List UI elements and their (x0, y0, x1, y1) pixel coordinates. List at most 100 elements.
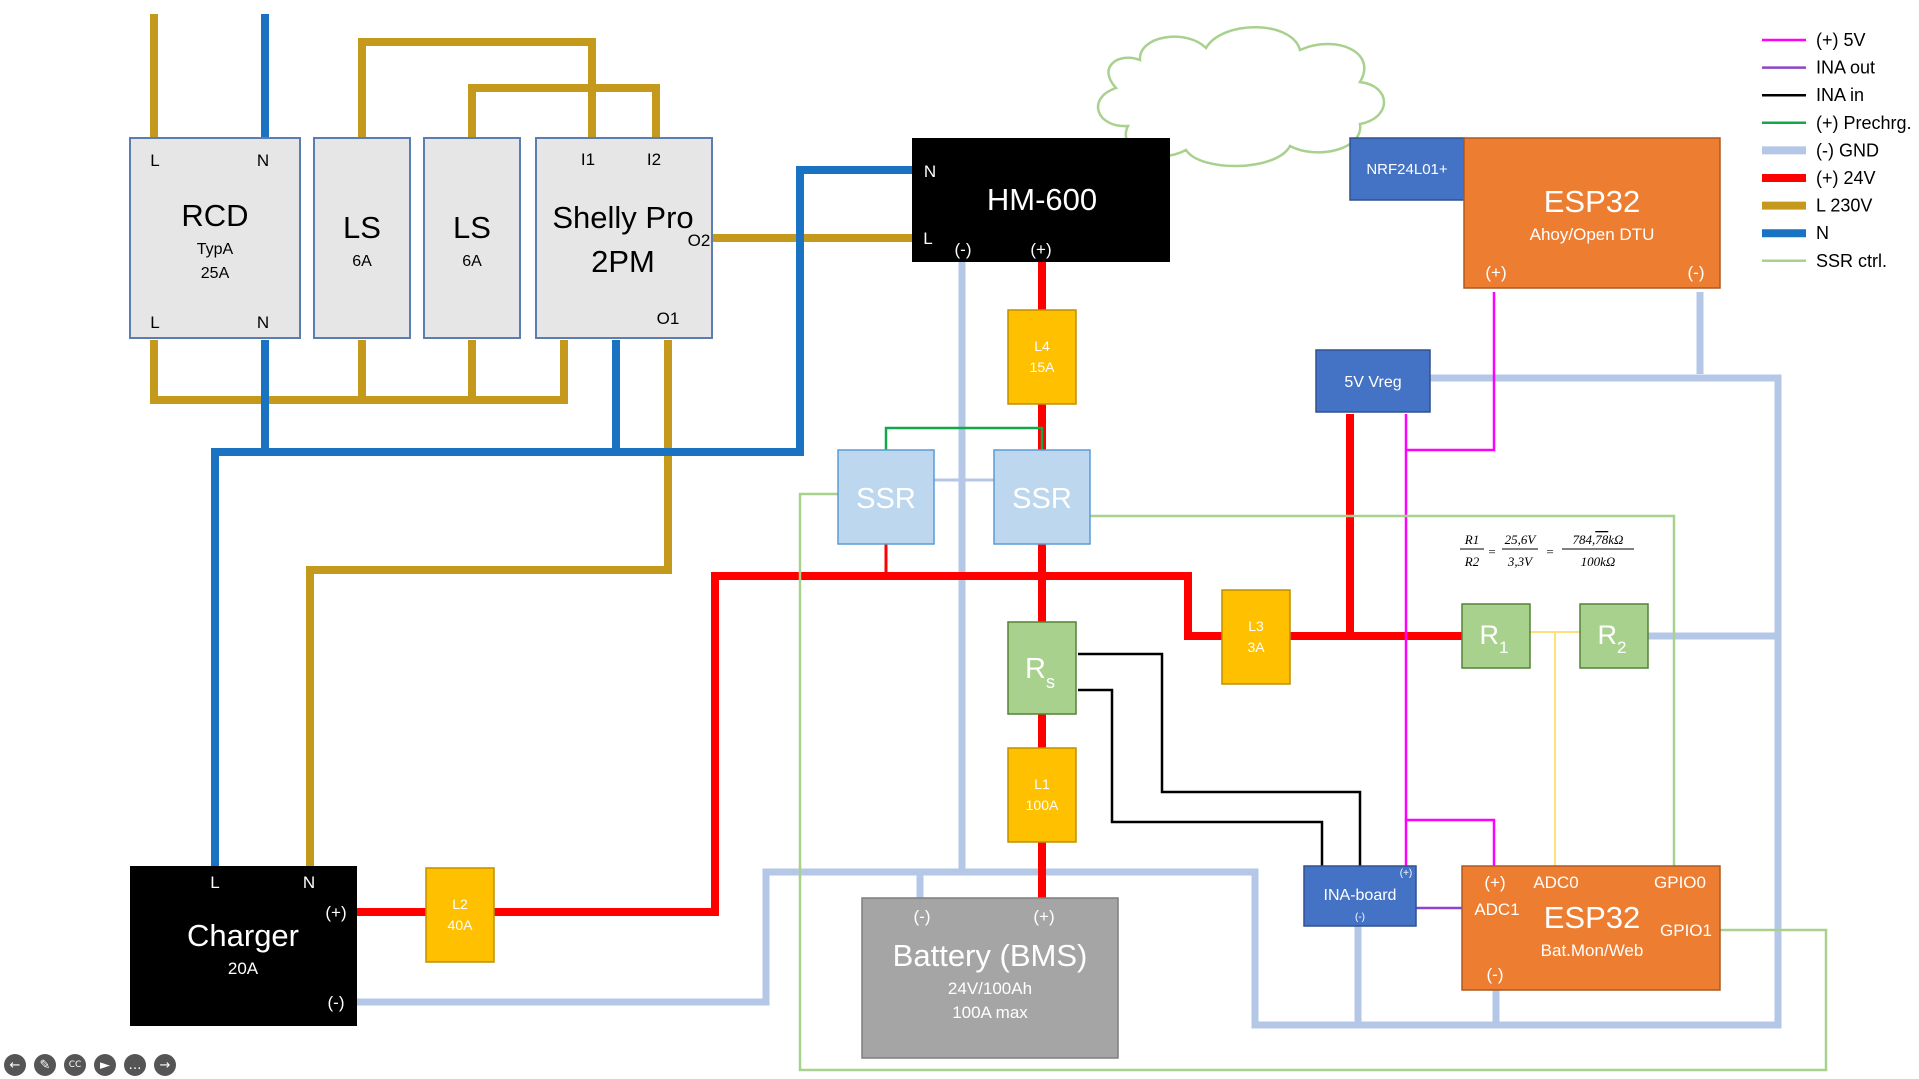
wires-5v (1404, 292, 1496, 866)
ls2-title: LS (453, 210, 491, 245)
cloud-icon (1096, 26, 1386, 168)
rs-label: Rs (1025, 653, 1055, 692)
esp-bat-minus: (-) (1487, 965, 1504, 984)
nrf24-module: NRF24L01+ (1349, 137, 1465, 201)
esp-bat-gpio1: GPIO1 (1660, 921, 1712, 940)
nrf24-label: NRF24L01+ (1366, 161, 1448, 178)
svg-text:R2: R2 (1464, 554, 1480, 569)
wire-ina-in-1 (1078, 652, 1362, 866)
wire-5v-esp-dtu (1406, 292, 1496, 452)
wire-ssr-ctrl-gpio0 (1090, 514, 1676, 866)
r2-label: R2 (1598, 620, 1627, 657)
esp-bat-plus: (+) (1484, 873, 1505, 892)
shelly-o1: O1 (657, 309, 680, 328)
wire-prechrg (884, 426, 1044, 450)
subtitles-icon[interactable]: CC (64, 1054, 86, 1076)
hm600-l: L (923, 229, 932, 248)
charger-minus: (-) (328, 993, 345, 1012)
ina-minus: (-) (1355, 912, 1365, 923)
esp32-dtu: ESP32 Ahoy/Open DTU (+) (-) (1463, 137, 1721, 289)
hm600-n: N (924, 162, 936, 181)
svg-text:R1: R1 (1464, 532, 1479, 547)
wires-n (211, 14, 912, 866)
fuse-l3-name: L3 (1248, 618, 1264, 634)
wire-ssr-ctrl-gpio1 (798, 492, 1828, 1072)
more-options-icon[interactable]: … (124, 1054, 146, 1076)
svg-text:100kΩ: 100kΩ (1581, 554, 1616, 569)
fuse-l4: L4 15A (1007, 309, 1077, 405)
shelly-i1: I1 (581, 150, 595, 169)
esp-dtu-title: ESP32 (1544, 184, 1641, 219)
shelly-o2: O2 (688, 231, 711, 250)
ina-label: INA-board (1324, 887, 1397, 904)
legend-label: (+) Prechrg. (1816, 113, 1912, 133)
wire-24v-l2-bus (492, 572, 1222, 916)
svg-text:3,3V: 3,3V (1507, 554, 1534, 569)
presentation-toolbar: ← ✎ CC ► … → (4, 1054, 176, 1076)
ina-plus: (+) (1400, 868, 1413, 879)
resistor-r2: R2 (1579, 603, 1649, 669)
camera-icon[interactable]: ► (94, 1054, 116, 1076)
battery-minus: (-) (914, 907, 931, 926)
svg-text:=: = (1488, 544, 1495, 559)
legend-label: (+) 24V (1816, 168, 1876, 188)
shelly-pro-2pm: I1 I2 Shelly Pro 2PM O2 O1 (535, 137, 713, 339)
fuse-l1-name: L1 (1034, 776, 1050, 792)
ls-breaker-1: LS 6A (313, 137, 411, 339)
ls1-title: LS (343, 210, 381, 245)
rcd-pin-n-top: N (257, 151, 269, 170)
wire-ina-in-2 (1078, 688, 1324, 866)
battery-title: Battery (BMS) (893, 938, 1088, 973)
ina-board: (+) INA-board (-) (1303, 865, 1417, 927)
fuse-l3: L3 3A (1221, 589, 1291, 685)
ssr-precharge-label: SSR (856, 483, 916, 515)
previous-slide-icon[interactable]: ← (4, 1054, 26, 1076)
charger-n: N (303, 873, 315, 892)
legend-label: INA out (1816, 58, 1875, 78)
esp32-batmon: (+) ADC0 GPIO0 ADC1 ESP32 GPIO1 Bat.Mon/… (1461, 865, 1721, 991)
wires-l230 (150, 14, 912, 866)
svg-text:25,6V: 25,6V (1505, 532, 1538, 547)
rcd-pin-n-bot: N (257, 313, 269, 332)
hm600-minus: (-) (955, 240, 972, 259)
esp-bat-sub: Bat.Mon/Web (1541, 941, 1644, 960)
legend-label: SSR ctrl. (1816, 251, 1887, 271)
fuse-l4-rating: 15A (1030, 359, 1056, 375)
esp-bat-adc0: ADC0 (1533, 873, 1578, 892)
ls1-rating: 6A (352, 253, 372, 270)
ssr-precharge: SSR (837, 449, 935, 545)
legend-label: INA in (1816, 85, 1864, 105)
r1-label: R1 (1480, 620, 1509, 657)
wire-n-bus (211, 166, 912, 866)
wire-5v-main (1404, 414, 1496, 866)
shunt-rs: Rs (1007, 621, 1077, 715)
wire-l230-ls2-shelly-i2 (468, 84, 660, 140)
ssr-main-label: SSR (1012, 483, 1072, 515)
battery-bms: (-) (+) Battery (BMS) 24V/100Ah 100A max (861, 897, 1119, 1059)
fuse-l1-rating: 100A (1026, 797, 1059, 813)
esp-dtu-minus: (-) (1688, 263, 1705, 282)
legend-label: (+) 5V (1816, 30, 1866, 50)
legend-label: (-) GND (1816, 140, 1879, 160)
ls-breaker-2: LS 6A (423, 137, 521, 339)
esp-dtu-sub: Ahoy/Open DTU (1530, 225, 1655, 244)
vreg-label: 5V Vreg (1344, 374, 1401, 391)
ssr-main: SSR (993, 449, 1091, 545)
vreg-5v: 5V Vreg (1315, 349, 1431, 413)
divider-formula: R1 R2 = 25,6V 3,3V = 784,78kΩ 100kΩ (1460, 532, 1634, 569)
wires-24v (357, 262, 1462, 916)
svg-text:=: = (1546, 544, 1553, 559)
pen-icon[interactable]: ✎ (34, 1054, 56, 1076)
shelly-i2: I2 (647, 150, 661, 169)
resistor-r1: R1 (1461, 603, 1531, 669)
next-slide-icon[interactable]: → (154, 1054, 176, 1076)
battery-max: 100A max (952, 1003, 1028, 1022)
wire-gnd-main (766, 374, 1782, 1029)
esp-bat-gpio0: GPIO0 (1654, 873, 1706, 892)
fuse-l2-rating: 40A (448, 917, 474, 933)
fuse-l3-rating: 3A (1247, 639, 1265, 655)
charger-plus: (+) (325, 903, 346, 922)
